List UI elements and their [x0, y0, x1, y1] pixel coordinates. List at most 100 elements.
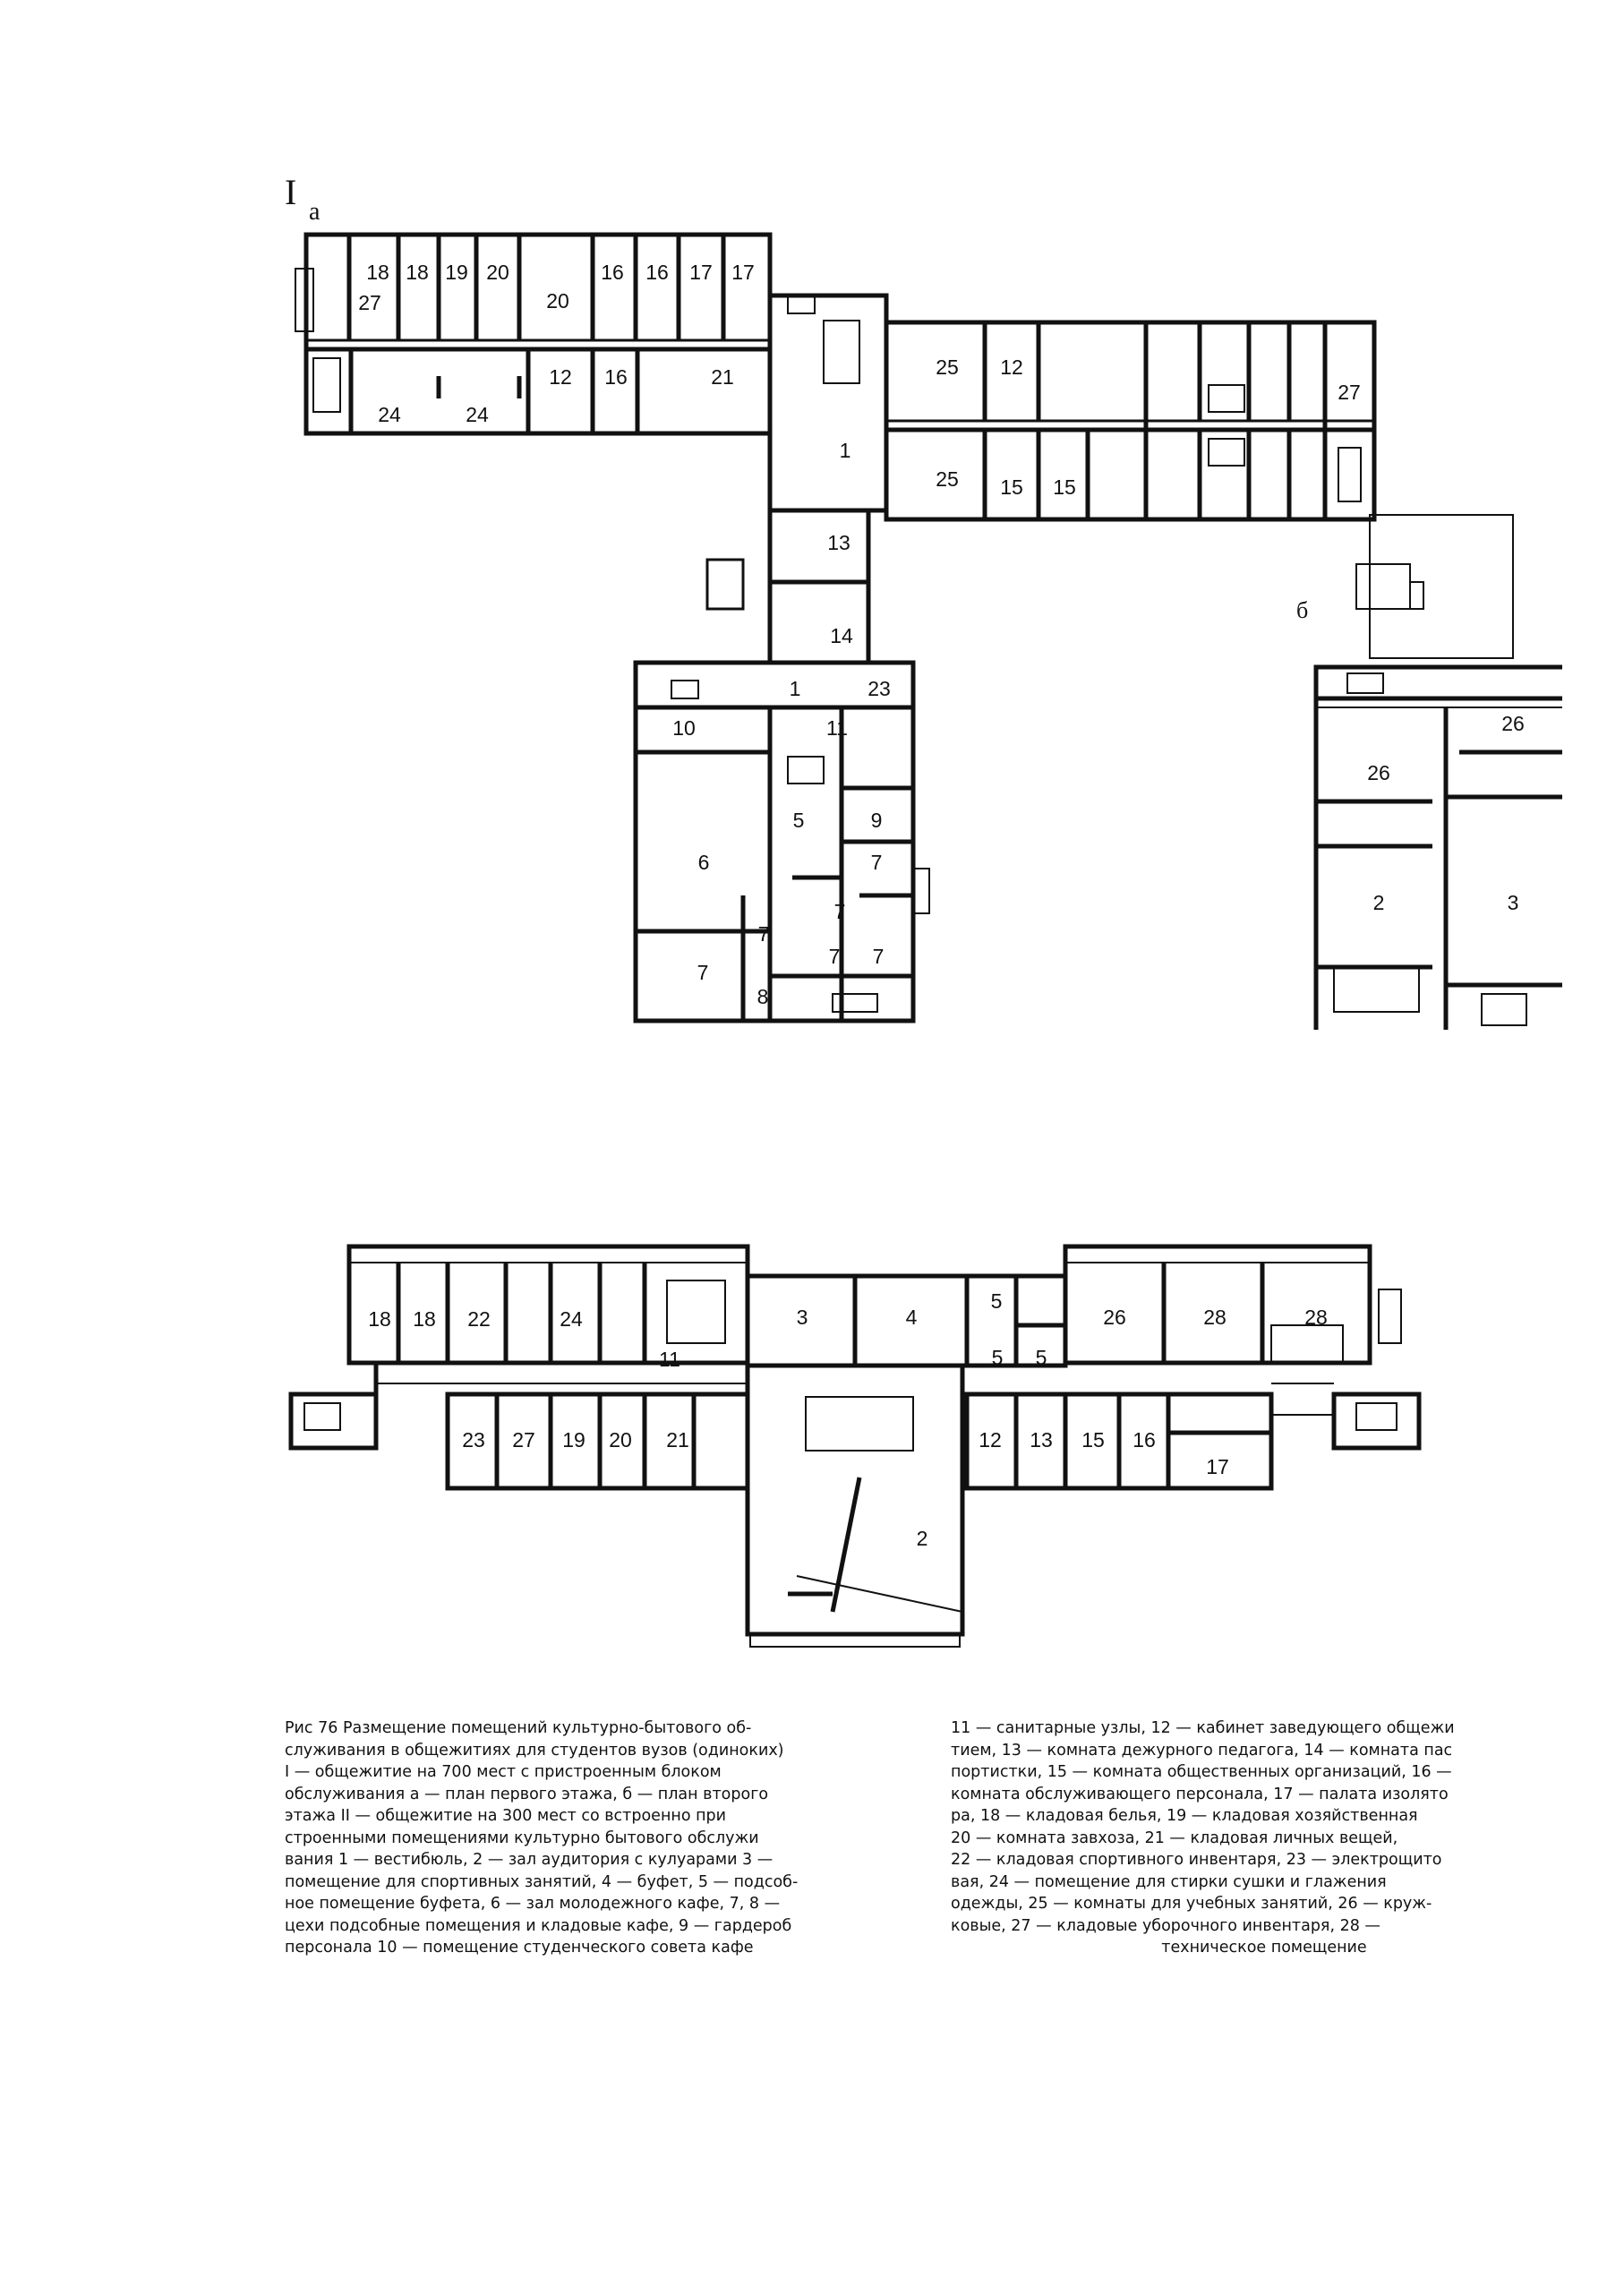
caption-line: этажа II — общежитие на 300 мест со встр…	[285, 1807, 727, 1825]
room-number-label: 15	[1000, 475, 1023, 499]
sub-b-marker: б	[1296, 597, 1308, 623]
room-number-label: 17	[731, 261, 755, 284]
room-number-label: 12	[1000, 355, 1023, 379]
room-number-label: 28	[1304, 1306, 1328, 1329]
caption-line: I — общежитие на 700 мест с пристроенным…	[285, 1763, 722, 1781]
caption-line: Рис 76 Размещение помещений культурно-бы…	[285, 1719, 752, 1737]
room-number-label: 15	[1053, 475, 1076, 499]
room-number-label: 16	[1133, 1428, 1156, 1452]
room-number-label: 26	[1501, 712, 1525, 735]
caption-line: тием, 13 — комната дежурного педагога, 1…	[951, 1741, 1453, 1760]
room-number-label: 7	[871, 851, 883, 874]
room-number-label: 25	[936, 355, 959, 379]
caption-line: ра, 18 — кладовая белья, 19 — кладовая х…	[951, 1807, 1418, 1825]
room-number-label: 11	[826, 716, 848, 740]
room-number-label: 19	[562, 1428, 585, 1452]
caption-line: ное помещение буфета, 6 — зал молодежног…	[285, 1895, 781, 1913]
room-number-label: 7	[834, 900, 846, 923]
room-number-label: 27	[1338, 381, 1361, 404]
caption-line: вания 1 — вестибюль, 2 — зал аудитория с…	[285, 1851, 774, 1869]
room-number-label: 15	[1081, 1428, 1105, 1452]
caption-line: техническое помещение	[1161, 1939, 1367, 1957]
room-number-label: 9	[871, 809, 883, 832]
room-number-label: 18	[413, 1307, 436, 1331]
room-number-label: 18	[366, 261, 389, 284]
caption-line: служивания в общежитиях для студентов ву…	[285, 1741, 784, 1760]
room-number-label: 18	[406, 261, 429, 284]
caption-line: одежды, 25 — комнаты для учебных занятий…	[951, 1895, 1432, 1913]
room-number-label: 6	[698, 851, 710, 874]
room-number-label: 12	[549, 365, 572, 389]
room-number-label: 16	[601, 261, 624, 284]
room-number-label: 22	[467, 1307, 491, 1331]
caption-line: ковые, 27 — кладовые уборочного инвентар…	[951, 1916, 1380, 1935]
plan-I-a-left-wing	[295, 232, 773, 436]
room-number-label: 20	[486, 261, 509, 284]
plan-I-a-right-wing	[884, 320, 1377, 522]
room-number-label: 23	[868, 677, 891, 700]
room-number-label: 26	[1103, 1306, 1126, 1329]
caption-line: персонала 10 — помещение студенческого с…	[285, 1939, 754, 1957]
room-number-label: 16	[645, 261, 669, 284]
room-number-label: 17	[1206, 1455, 1229, 1478]
room-number-label: 10	[672, 716, 696, 740]
room-number-label: 12	[979, 1428, 1002, 1452]
caption-line: помещение для спортивных занятий, 4 — бу…	[285, 1872, 799, 1891]
plan-II-room-labels: 18 18 22 24 3 4 5 5 5 26 28 28 11 23 27 19 20 21 12 13 15 16 1…	[368, 1289, 1328, 1550]
room-number-label: 2	[1373, 891, 1385, 914]
room-number-label: 7	[697, 961, 709, 984]
room-number-label: 5	[793, 809, 805, 832]
room-number-label: 24	[560, 1307, 583, 1331]
plan-I-a-junction	[767, 293, 889, 513]
room-number-label: 23	[462, 1428, 485, 1452]
room-number-label: 1	[790, 677, 801, 700]
part-I-marker: I	[285, 172, 296, 212]
room-number-label: 28	[1203, 1306, 1227, 1329]
room-number-label: 13	[1030, 1428, 1053, 1452]
room-number-label: 21	[666, 1428, 689, 1452]
caption-line: 22 — кладовая спортивного инвентаря, 23 …	[951, 1851, 1442, 1869]
room-number-label: 27	[358, 291, 381, 314]
caption-line: 20 — комната завхоза, 21 — кладовая личн…	[951, 1828, 1398, 1847]
caption-line: обслуживания а — план первого этажа, б —…	[285, 1785, 769, 1803]
room-number-label: 14	[830, 624, 853, 647]
room-number-label: 4	[906, 1306, 918, 1329]
caption-line: 11 — санитарные узлы, 12 — кабинет завед…	[951, 1719, 1455, 1737]
room-number-label: 3	[1508, 891, 1519, 914]
sub-a-marker: a	[309, 198, 321, 226]
room-number-label: 5	[992, 1346, 1004, 1369]
room-number-label: 20	[546, 289, 569, 313]
caption-line: портистки, 15 — комната общественных орг…	[951, 1763, 1452, 1781]
room-number-label: 18	[368, 1307, 391, 1331]
room-number-label: 7	[873, 945, 885, 968]
room-number-label: 20	[609, 1428, 632, 1452]
room-number-label: 5	[991, 1289, 1003, 1313]
caption-right: 11 — санитарные узлы, 12 — кабинет завед…	[951, 1717, 1577, 1959]
caption-line: цехи подсобные помещения и кладовые кафе…	[285, 1916, 792, 1935]
room-number-label: 25	[936, 467, 959, 491]
room-number-label: 7	[758, 922, 770, 946]
room-number-label: 1	[840, 439, 851, 462]
room-number-label: 19	[445, 261, 468, 284]
plan-II	[288, 1244, 1422, 1648]
room-number-label: 7	[829, 945, 841, 968]
room-number-label: 24	[378, 403, 401, 426]
room-number-label: 24	[466, 403, 489, 426]
room-number-label: 11	[659, 1348, 680, 1371]
room-number-label: 27	[512, 1428, 535, 1452]
room-number-label: 3	[797, 1306, 808, 1329]
room-number-label: 2	[917, 1527, 928, 1550]
caption-line: комната обслуживающего персонала, 17 — п…	[951, 1785, 1449, 1803]
caption-left: Рис 76 Размещение помещений культурно-бы…	[285, 1717, 965, 1959]
plan-I-a-cafe-block	[633, 508, 930, 1023]
room-number-label: 26	[1367, 761, 1390, 784]
room-number-label: 16	[604, 365, 628, 389]
room-number-label: 21	[711, 365, 734, 389]
room-number-label: 5	[1036, 1346, 1047, 1369]
room-number-label: 13	[827, 531, 850, 554]
caption-line: вая, 24 — помещение для стирки сушки и г…	[951, 1872, 1387, 1891]
plan-I-b	[1313, 514, 1562, 1030]
room-number-label: 8	[757, 985, 769, 1008]
